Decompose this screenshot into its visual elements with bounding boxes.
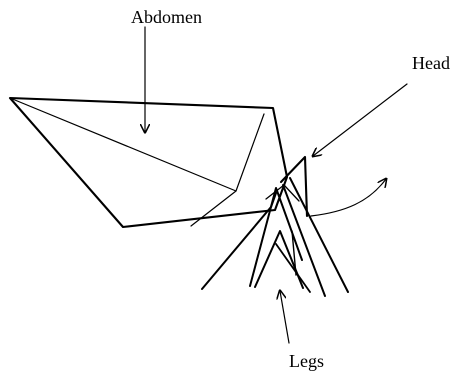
head-label: Head bbox=[412, 53, 450, 73]
legs-label: Legs bbox=[289, 351, 324, 371]
legs-pointer-arrow bbox=[280, 291, 289, 343]
left-middle-leg bbox=[250, 188, 302, 286]
abdomen-lower-crease bbox=[191, 191, 236, 226]
abdomen-outline bbox=[10, 98, 287, 227]
left-outer-leg bbox=[202, 193, 276, 289]
abdomen-inner-fold bbox=[10, 98, 264, 191]
abdomen-label: Abdomen bbox=[131, 7, 202, 27]
head-pointer-arrow bbox=[313, 84, 407, 156]
right-middle-leg bbox=[283, 185, 325, 296]
motion-curved-arrow bbox=[311, 179, 386, 216]
inner-right-leg bbox=[276, 244, 310, 292]
